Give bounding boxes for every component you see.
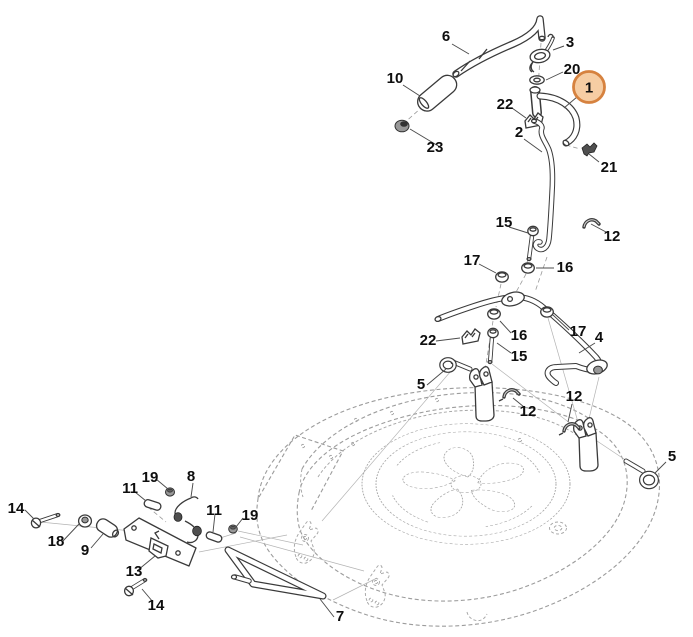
callout-6[interactable]: 6	[442, 28, 450, 45]
part-19-nut-right	[228, 524, 238, 534]
part-14-bolt-upper	[30, 512, 61, 529]
callout-11-b[interactable]: 11	[206, 502, 222, 519]
part-15-bolt-upper	[526, 225, 539, 262]
part-hanger-post-left	[468, 366, 495, 422]
part-14-bolt-lower	[123, 577, 148, 597]
callout-17-a[interactable]: 17	[464, 252, 481, 269]
callout-14-b[interactable]: 14	[148, 597, 165, 614]
callout-21[interactable]: 21	[601, 159, 618, 176]
callout-17-b[interactable]: 17	[570, 323, 587, 340]
callout-12-b[interactable]: 12	[520, 403, 537, 420]
part-3-cam-lever	[529, 33, 555, 73]
part-11-pin-right	[205, 531, 223, 543]
part-12-clip-left	[498, 388, 521, 402]
part-12-clip-right	[558, 422, 581, 436]
part-4-lift-rod	[434, 291, 608, 386]
callout-8[interactable]: 8	[187, 468, 195, 485]
part-19-nut-left	[165, 487, 175, 497]
part-2-link-rod	[530, 118, 556, 253]
callout-4[interactable]: 4	[595, 329, 604, 346]
callout-labels: 6 3 20 1 10 22 23 2 21 15 12 17 16 22 16…	[8, 28, 677, 625]
part-16-nut-lower	[487, 308, 501, 320]
callout-22-a[interactable]: 22	[497, 96, 514, 113]
part-5-hook-right	[623, 458, 659, 490]
callout-14-a[interactable]: 14	[8, 500, 25, 517]
callout-leader-lines	[24, 43, 667, 618]
part-17-nut-upper	[495, 271, 509, 283]
deck-claw-bracket-rear	[364, 564, 390, 608]
callout-22-b[interactable]: 22	[420, 332, 437, 349]
callout-23[interactable]: 23	[427, 139, 444, 156]
part-22-clip-lower	[461, 328, 481, 345]
part-1-lever-handle	[529, 86, 581, 147]
part-10-grip	[417, 74, 458, 112]
part-23-cap	[394, 119, 410, 133]
part-15-bolt-lower	[487, 327, 499, 365]
callout-15-b[interactable]: 15	[511, 348, 528, 365]
part-7-deflector-bar	[224, 546, 327, 600]
callout-5-b[interactable]: 5	[668, 448, 676, 465]
callout-9[interactable]: 9	[81, 542, 89, 559]
callout-12-c[interactable]: 12	[566, 388, 583, 405]
callout-1-highlighted[interactable]: 1	[585, 80, 593, 97]
callout-19-a[interactable]: 19	[142, 469, 159, 486]
mower-deck-phantom	[256, 387, 660, 627]
part-5-hook-left	[439, 357, 473, 373]
part-18-bushing	[77, 514, 93, 528]
callout-10[interactable]: 10	[387, 70, 404, 87]
part-8-spring-wire	[173, 496, 202, 544]
callout-13[interactable]: 13	[126, 563, 143, 580]
part-13-mount-plate	[123, 517, 197, 567]
callout-18[interactable]: 18	[48, 533, 65, 550]
callout-11-a[interactable]: 11	[122, 480, 138, 497]
callout-20[interactable]: 20	[564, 61, 581, 78]
callout-5-a[interactable]: 5	[417, 376, 425, 393]
part-6-handle-tube	[452, 15, 546, 78]
part-20-washer	[529, 75, 545, 85]
selected-part-highlight-circle[interactable]	[572, 70, 606, 104]
callout-7[interactable]: 7	[336, 608, 344, 625]
part-17-nut-lower	[540, 306, 554, 318]
deck-claw-bracket-front	[293, 520, 319, 564]
part-9-spacer	[95, 518, 120, 538]
callout-16-b[interactable]: 16	[511, 327, 528, 344]
callout-12-a[interactable]: 12	[604, 228, 621, 245]
part-16-nut-upper	[521, 262, 535, 274]
part-11-pin-left	[143, 499, 162, 511]
deck-impeller-phantom	[361, 423, 571, 545]
callout-2[interactable]: 2	[515, 124, 523, 141]
callout-3[interactable]: 3	[566, 34, 574, 51]
callout-15-a[interactable]: 15	[496, 214, 513, 231]
callout-19-b[interactable]: 19	[242, 507, 259, 524]
callout-16-a[interactable]: 16	[557, 259, 574, 276]
part-21-clip	[581, 142, 598, 157]
part-12-clip-upper	[582, 218, 601, 229]
